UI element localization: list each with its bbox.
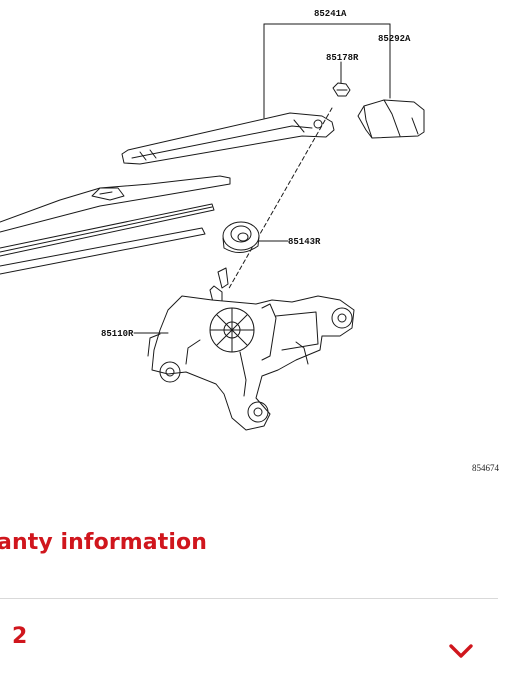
accordion-label: 2 (12, 624, 28, 649)
section-divider (0, 598, 498, 599)
callout-85292a: 85292A (378, 34, 411, 44)
callout-85143r: 85143R (288, 237, 321, 247)
wiper-motor (147, 267, 355, 431)
figure-number: 854674 (472, 463, 500, 473)
parts-diagram: 85241A 85292A 85178R 85143R 85110R 85467… (0, 9, 500, 473)
accordion-item[interactable]: 2 (0, 608, 508, 675)
callout-85110r: 85110R (101, 329, 134, 339)
callout-85178r: 85178R (326, 53, 359, 63)
nut (332, 82, 351, 97)
cap (357, 99, 425, 139)
wiper-blade (0, 175, 231, 275)
chevron-down-icon[interactable] (448, 642, 474, 660)
warranty-information-heading: anty information (0, 530, 207, 555)
callout-bracket (263, 23, 391, 119)
washer (222, 221, 260, 253)
wiper-exploded-view: 85241A 85292A 85178R 85143R 85110R 85467… (0, 9, 500, 473)
wiper-arm (121, 112, 335, 165)
callout-85241a: 85241A (314, 9, 347, 19)
